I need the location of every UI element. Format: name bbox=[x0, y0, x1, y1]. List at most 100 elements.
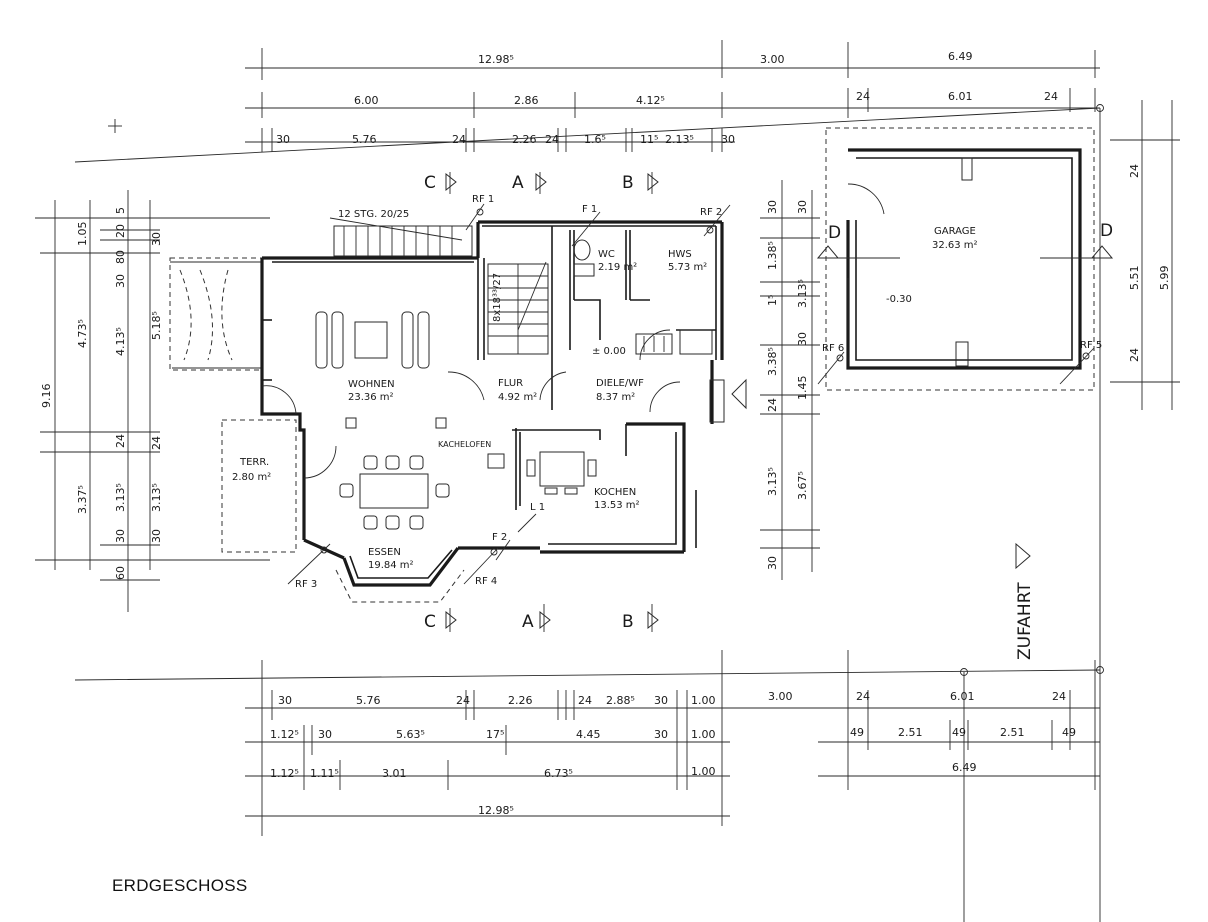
dim-left-p: 24 bbox=[150, 436, 163, 450]
dim-right-o: 5.99 bbox=[1158, 266, 1171, 291]
dim-bot3-c: 3.01 bbox=[382, 767, 407, 780]
room-kochen-area: 13.53 m² bbox=[594, 500, 640, 511]
dim-top2-c: 4.12⁵ bbox=[636, 94, 665, 107]
dim-right-p: 24 bbox=[1128, 348, 1141, 362]
dim-right-h: 30 bbox=[796, 200, 809, 214]
dim-bot2-k: 2.51 bbox=[1000, 726, 1025, 739]
dim-top3-g: 11⁵ bbox=[640, 133, 658, 146]
dim-left-j: 80 bbox=[114, 250, 127, 264]
level-ground-label: ± 0.00 bbox=[592, 346, 626, 357]
tag-f1: F 1 bbox=[582, 204, 597, 215]
dim-bot2-i: 2.51 bbox=[898, 726, 923, 739]
dim-left-k: 30 bbox=[114, 274, 127, 288]
left-dimension-lines bbox=[35, 190, 270, 612]
room-wc-name: WC bbox=[598, 249, 615, 260]
furniture bbox=[315, 239, 713, 530]
door-swings bbox=[261, 183, 885, 479]
dim-bot1-f: 2.88⁵ bbox=[606, 694, 635, 707]
dim-right-m: 24 bbox=[1128, 164, 1141, 178]
room-diele-area: 8.37 m² bbox=[596, 392, 635, 403]
dim-bot1-b: 5.76 bbox=[356, 694, 381, 707]
tag-rf3: RF 3 bbox=[295, 579, 317, 590]
dim-bot1-g: 30 bbox=[654, 694, 668, 707]
dim-top-total: 12.98⁵ bbox=[478, 53, 514, 66]
dim-bot1-l: 24 bbox=[1052, 690, 1066, 703]
bottom-dimension-labels: 30 5.76 24 2.26 24 2.88⁵ 30 1.00 3.00 24… bbox=[270, 690, 1076, 817]
stairs-side-label: 8x18³³/27 bbox=[492, 273, 503, 322]
right-dimension-lines bbox=[760, 100, 1180, 580]
room-essen-area: 19.84 m² bbox=[368, 560, 414, 571]
dim-bot3-e: 1.00 bbox=[691, 765, 716, 778]
room-hws-name: HWS bbox=[668, 249, 692, 260]
dim-bot3-a: 1.12⁵ bbox=[270, 767, 299, 780]
dim-bot2-g: 1.00 bbox=[691, 728, 716, 741]
dim-bot3-b: 1.11⁵ bbox=[310, 767, 339, 780]
room-hws-area: 5.73 m² bbox=[668, 262, 707, 273]
room-diele-name: DIELE/WF bbox=[596, 378, 644, 389]
dim-bot2-e: 4.45 bbox=[576, 728, 601, 741]
bottom-dimension-lines bbox=[74, 108, 1101, 922]
section-d-left: D bbox=[828, 223, 841, 243]
dim-left-total: 9.16 bbox=[40, 384, 53, 409]
dim-bot1-d: 2.26 bbox=[508, 694, 533, 707]
tag-rf5: RF 5 bbox=[1080, 340, 1102, 351]
dim-top2-e: 6.01 bbox=[948, 90, 973, 103]
dim-right-g: 30 bbox=[766, 556, 779, 570]
dim-top2-a: 6.00 bbox=[354, 94, 379, 107]
dim-top3-b: 5.76 bbox=[352, 133, 377, 146]
dim-top3-h: 2.13⁵ bbox=[665, 133, 694, 146]
dim-bot2-h: 49 bbox=[850, 726, 864, 739]
dim-right-e: 24 bbox=[766, 398, 779, 412]
dim-right-d: 3.38⁵ bbox=[766, 347, 779, 376]
dim-bot4-total: 12.98⁵ bbox=[478, 804, 514, 817]
tag-rf1: RF 1 bbox=[472, 194, 494, 205]
dim-right-b: 1.38⁵ bbox=[766, 241, 779, 270]
opening-tags: RF 1 RF 2 RF 3 RF 4 RF 5 RF 6 F 1 F 2 L … bbox=[287, 194, 1102, 590]
dim-left-o: 30 bbox=[150, 232, 163, 246]
dim-right-i: 3.13⁵ bbox=[796, 279, 809, 308]
dim-bot2-l: 49 bbox=[1062, 726, 1076, 739]
dim-right-a: 30 bbox=[766, 200, 779, 214]
kachelofen-label: KACHELOFEN bbox=[438, 440, 491, 449]
survey-points bbox=[108, 104, 1104, 676]
room-wc-area: 2.19 m² bbox=[598, 262, 637, 273]
dim-right-n: 5.51 bbox=[1128, 266, 1141, 291]
dim-top-gap: 3.00 bbox=[760, 53, 785, 66]
dim-bot3-d: 6.73⁵ bbox=[544, 767, 573, 780]
zufahrt-label: ZUFAHRT bbox=[1015, 582, 1035, 660]
section-markers: C A B C A B D D bbox=[424, 172, 1113, 632]
section-a-bottom: A bbox=[522, 612, 534, 632]
room-essen-name: ESSEN bbox=[368, 547, 401, 558]
dim-bot2-c: 5.63⁵ bbox=[396, 728, 425, 741]
dim-bot1-k: 6.01 bbox=[950, 690, 975, 703]
room-terr-area: 2.80 m² bbox=[232, 472, 271, 483]
room-garage-name: GARAGE bbox=[934, 226, 976, 237]
dim-top3-f: 1.6⁵ bbox=[584, 133, 606, 146]
tag-rf2: RF 2 bbox=[700, 207, 722, 218]
dim-bot1-a: 30 bbox=[278, 694, 292, 707]
dim-bot1-h: 1.00 bbox=[691, 694, 716, 707]
terrace bbox=[169, 257, 297, 553]
dim-left-a: 4.73⁵ bbox=[76, 319, 89, 348]
section-a-top: A bbox=[512, 173, 524, 193]
dim-left-g: 3.13⁵ bbox=[150, 483, 163, 512]
dim-right-j: 1.45 bbox=[796, 376, 809, 401]
dim-top2-f: 24 bbox=[1044, 90, 1058, 103]
dim-left-i: 20 bbox=[114, 224, 127, 238]
level-garage-label: -0.30 bbox=[886, 294, 912, 305]
dim-bot1-j: 24 bbox=[856, 690, 870, 703]
dim-left-b: 3.37⁵ bbox=[76, 485, 89, 514]
room-kochen-name: KOCHEN bbox=[594, 487, 636, 498]
tag-rf6: RF 6 bbox=[822, 343, 844, 354]
dim-top2-d: 24 bbox=[856, 90, 870, 103]
room-wohnen-area: 23.36 m² bbox=[348, 392, 394, 403]
tag-l1: L 1 bbox=[530, 502, 545, 513]
dim-right-k: 3.67⁵ bbox=[796, 471, 809, 500]
dim-right-l: 30 bbox=[796, 332, 809, 346]
dim-left-e: 3.13⁵ bbox=[114, 483, 127, 512]
dim-bot1-i: 3.00 bbox=[768, 690, 793, 703]
dim-bot2-d: 17⁵ bbox=[486, 728, 504, 741]
section-b-bottom: B bbox=[622, 612, 634, 632]
dim-top3-e: 24 bbox=[545, 133, 559, 146]
